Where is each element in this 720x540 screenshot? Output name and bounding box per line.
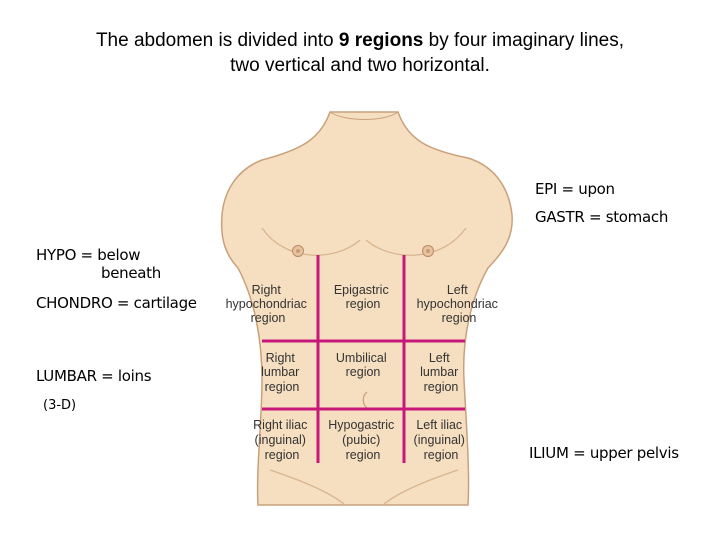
note-ilium: ILIUM = upper pelvis bbox=[529, 444, 679, 462]
region-left-hypochondriac: Left hypochondriac region bbox=[417, 283, 502, 325]
groin-line-right bbox=[269, 469, 346, 506]
title-line1-bold: 9 regions bbox=[338, 30, 424, 51]
region-right-lumbar: Right lumbar region bbox=[261, 351, 303, 394]
torso-shape bbox=[220, 111, 513, 506]
title-line2: two vertical and two horizontal. bbox=[230, 55, 490, 76]
region-left-lumbar: Left lumbar region bbox=[420, 351, 462, 394]
region-umbilical: Umbilical region bbox=[336, 351, 390, 379]
note-lumbar: LUMBAR = loins bbox=[36, 367, 152, 385]
pectoral-line-left bbox=[365, 227, 467, 256]
region-epigastric: Epigastric region bbox=[334, 283, 392, 311]
nipple-left-inner bbox=[426, 249, 430, 253]
region-left-iliac: Left iliac (inguinal) region bbox=[414, 418, 469, 462]
nipple-right-inner bbox=[296, 249, 300, 253]
note-hypo-line1: HYPO = below bbox=[36, 246, 141, 264]
note-hypo-line2: beneath bbox=[101, 264, 161, 282]
region-right-iliac: Right iliac (inguinal) region bbox=[253, 418, 311, 462]
note-chondro: CHONDRO = cartilage bbox=[36, 294, 197, 312]
note-epi: EPI = upon bbox=[535, 180, 615, 198]
navel bbox=[362, 391, 368, 409]
note-gastr: GASTR = stomach bbox=[535, 208, 669, 226]
region-right-hypochondriac: Right hypochondriac region bbox=[226, 283, 311, 325]
page-title: The abdomen is divided into 9 regions by… bbox=[0, 28, 720, 78]
title-line1-pre: The abdomen is divided into bbox=[95, 30, 339, 51]
groin-line-left bbox=[382, 469, 459, 506]
pectoral-line-right bbox=[261, 227, 361, 256]
neck-shape bbox=[329, 111, 399, 120]
region-hypogastric: Hypogastric (pubic) region bbox=[328, 418, 397, 462]
title-line1-post: by four imaginary lines, bbox=[423, 30, 625, 51]
note-3d: (3-D) bbox=[43, 398, 77, 413]
